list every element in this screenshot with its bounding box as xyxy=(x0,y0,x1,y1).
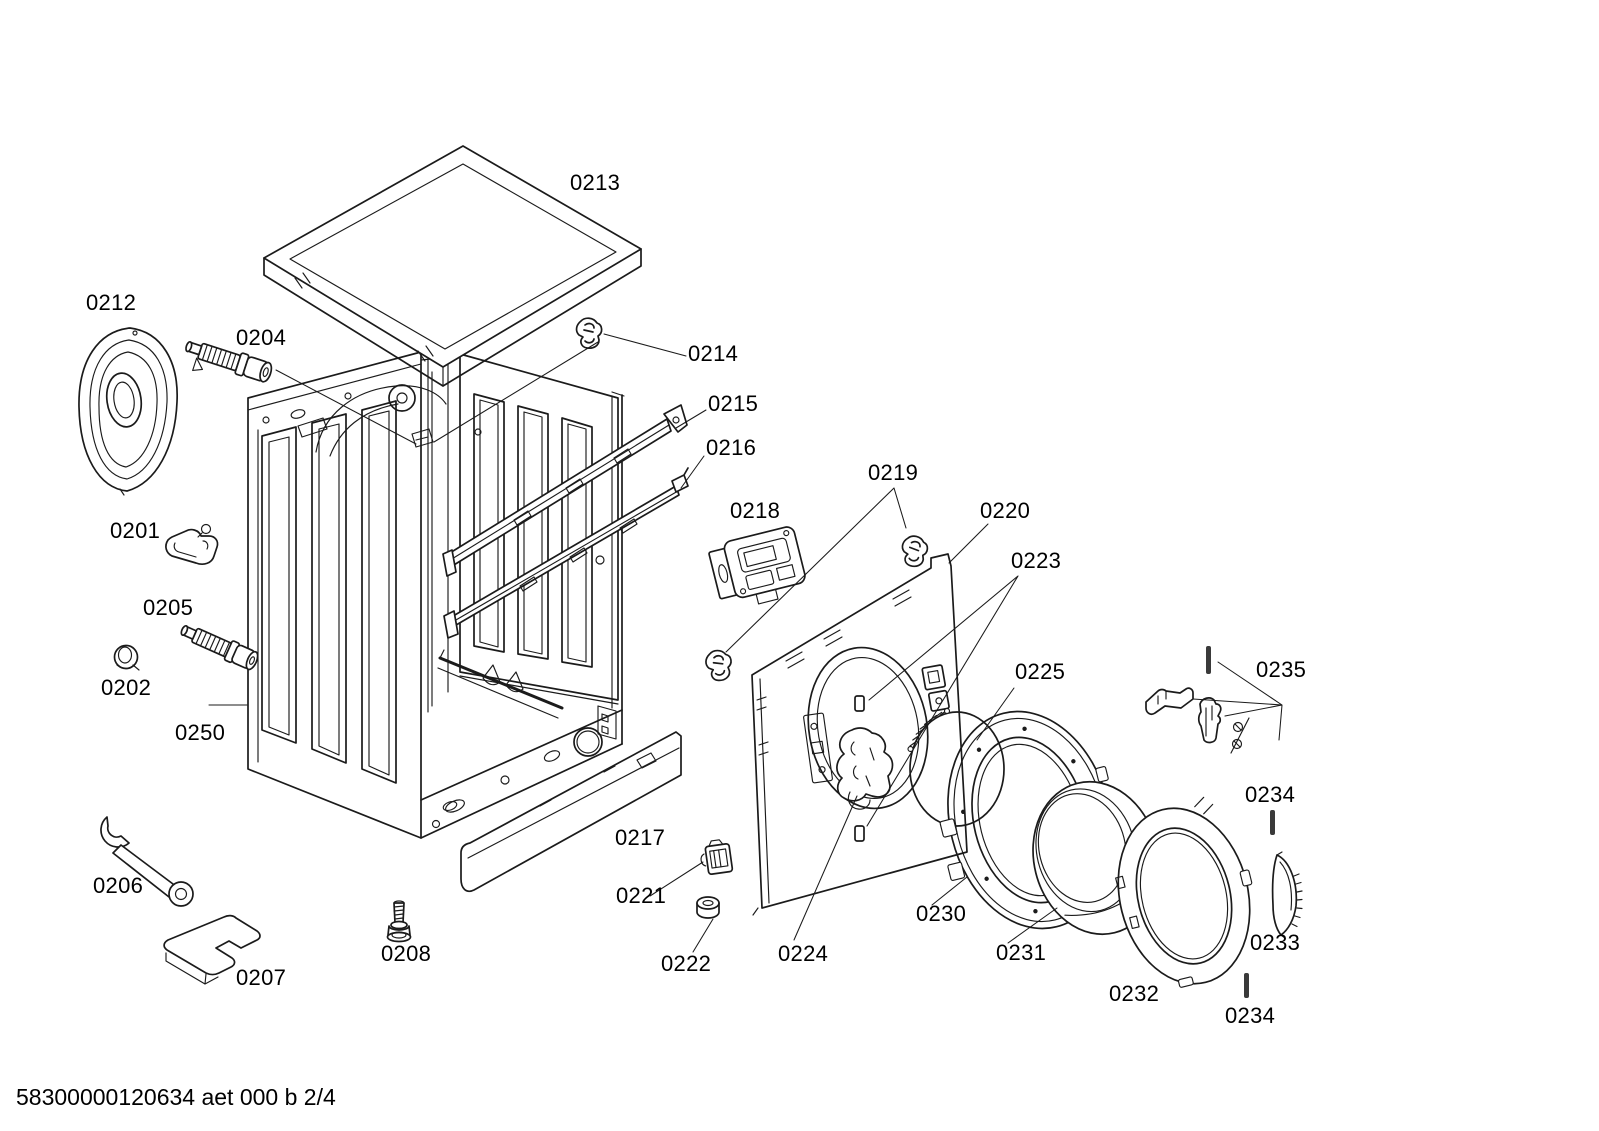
leader-lines xyxy=(208,333,1283,953)
clip-drawing-0221 xyxy=(700,839,734,876)
clip-drawing-0214 xyxy=(575,317,603,350)
part-label-0215: 0215 xyxy=(708,391,759,416)
part-label-0233: 0233 xyxy=(1250,930,1301,955)
top-panel-drawing-0213 xyxy=(263,145,642,387)
pin-drawing-0234-bottom xyxy=(1244,973,1249,998)
part-label-0214: 0214 xyxy=(688,341,739,366)
part-label-0217: 0217 xyxy=(615,825,666,850)
door-handle-drawing-0233 xyxy=(1271,851,1303,939)
part-label-0234-top: 0234 xyxy=(1245,782,1296,807)
part-label-0204: 0204 xyxy=(236,325,287,350)
door-ring-drawing-0230 xyxy=(939,710,1113,930)
part-label-0235: 0235 xyxy=(1256,657,1307,682)
transport-bolt-drawing-0205 xyxy=(180,624,259,671)
part-label-0202: 0202 xyxy=(101,675,152,700)
part-label-0207: 0207 xyxy=(236,965,287,990)
grommet-drawing-0222 xyxy=(696,896,720,919)
part-label-0201: 0201 xyxy=(110,518,161,543)
door-seal-drawing-0212 xyxy=(78,327,178,496)
part-label-0208: 0208 xyxy=(381,941,432,966)
cross-rail-drawing-0216 xyxy=(443,467,689,639)
leveling-foot-drawing-0208 xyxy=(386,900,412,943)
part-label-0222: 0222 xyxy=(661,951,712,976)
part-label-0218: 0218 xyxy=(730,498,781,523)
part-label-0223: 0223 xyxy=(1011,548,1062,573)
part-label-0221: 0221 xyxy=(616,883,667,908)
part-label-0225: 0225 xyxy=(1015,659,1066,684)
door-lock-drawing-0218 xyxy=(708,526,806,605)
wrench-drawing-0206 xyxy=(100,816,194,907)
cabinet-drawing-0250 xyxy=(247,351,625,839)
part-label-0224: 0224 xyxy=(778,941,829,966)
part-label-0216: 0216 xyxy=(706,435,757,460)
part-label-0230: 0230 xyxy=(916,901,967,926)
part-label-0212: 0212 xyxy=(86,290,137,315)
part-label-0232: 0232 xyxy=(1109,981,1160,1006)
clip-drawing-0219-right xyxy=(899,533,930,569)
bracket-drawing-0207 xyxy=(163,914,261,985)
clamp-ring-drawing-0225 xyxy=(907,707,1005,827)
part-label-0213: 0213 xyxy=(570,170,621,195)
pin-drawing-0234-top xyxy=(1270,810,1275,835)
cross-rail-drawing-0215 xyxy=(442,404,688,577)
clip-drawing-0219-left xyxy=(703,648,734,683)
part-label-0206: 0206 xyxy=(93,873,144,898)
hinge-parts-drawing-0235 xyxy=(1145,646,1250,754)
plinth-drawing-0217 xyxy=(460,731,682,893)
shock-absorber-drawing-0204 xyxy=(185,340,273,383)
part-label-0220: 0220 xyxy=(980,498,1031,523)
part-label-0219: 0219 xyxy=(868,460,919,485)
document-reference: 58300000120634 aet 000 b 2/4 xyxy=(16,1084,336,1110)
door-ring-drawing-0232 xyxy=(1115,796,1253,988)
part-label-0231: 0231 xyxy=(996,940,1047,965)
part-label-0250: 0250 xyxy=(175,720,226,745)
front-panel-drawing-0220 xyxy=(751,553,968,916)
part-label-0234-bottom: 0234 xyxy=(1225,1003,1276,1028)
cap-drawing-0202 xyxy=(113,644,140,671)
clip-drawing-0201 xyxy=(165,523,219,566)
part-label-0205: 0205 xyxy=(143,595,194,620)
door-hinge-drawing-0224 xyxy=(836,727,894,810)
